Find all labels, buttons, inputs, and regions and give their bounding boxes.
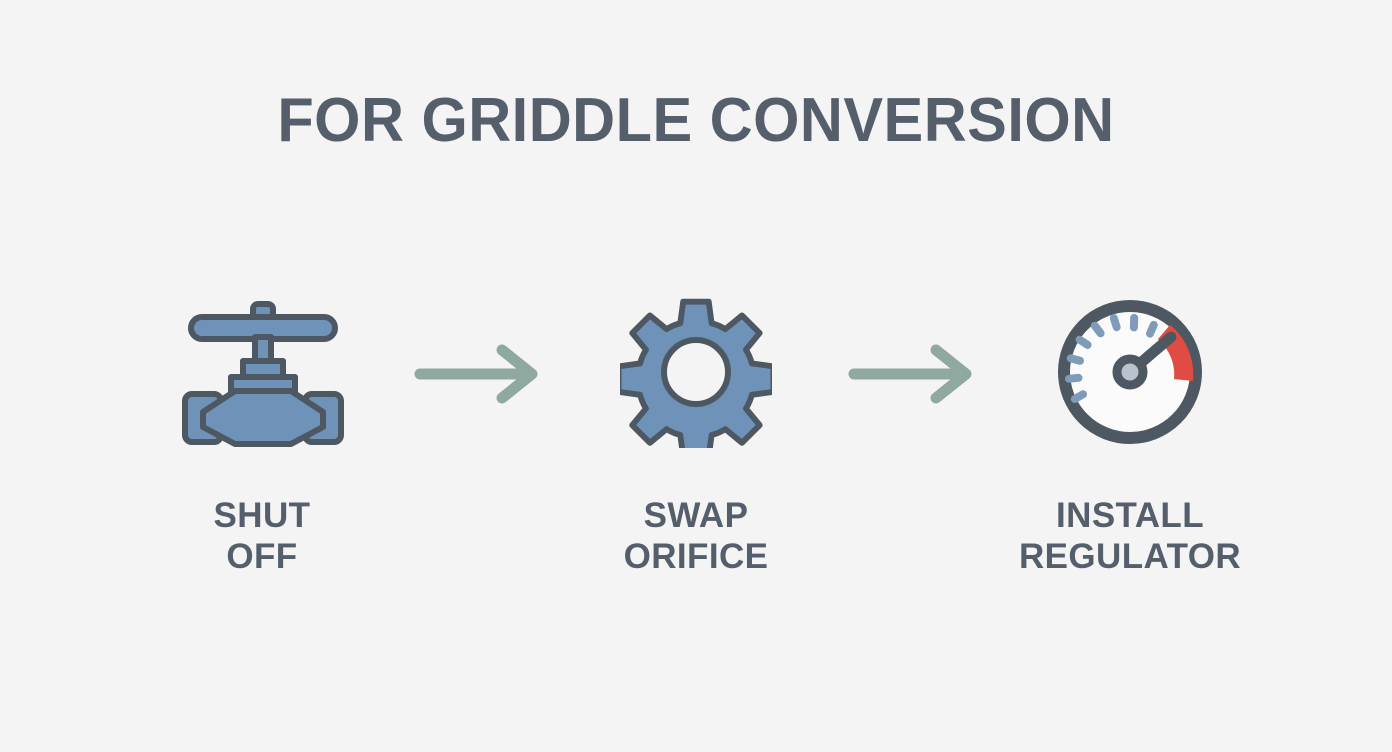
connector-arrow-2 <box>820 282 1006 462</box>
step-1-shut-off <box>138 282 386 462</box>
arrow-right-icon <box>846 340 980 404</box>
pressure-gauge-regulator-icon <box>1052 294 1208 450</box>
process-flow-row <box>0 282 1392 482</box>
step-3-label: INSTALL REGULATOR <box>1018 496 1242 577</box>
connector-arrow-1 <box>386 282 572 462</box>
step-2-swap-orifice <box>572 282 820 462</box>
step-2-label: SWAP ORIFICE <box>623 496 769 577</box>
gas-shutoff-valve-icon <box>179 297 345 447</box>
gear-orifice-icon <box>620 296 772 448</box>
step-labels-row: SHUT OFF SWAP ORIFICE INSTALL REGULATOR <box>0 495 1392 578</box>
step-1-label: SHUT OFF <box>213 496 311 577</box>
page-title: FOR GRIDDLE CONVERSION <box>277 86 1115 155</box>
arrow-right-icon <box>412 340 546 404</box>
step-3-install-regulator <box>1006 282 1254 462</box>
